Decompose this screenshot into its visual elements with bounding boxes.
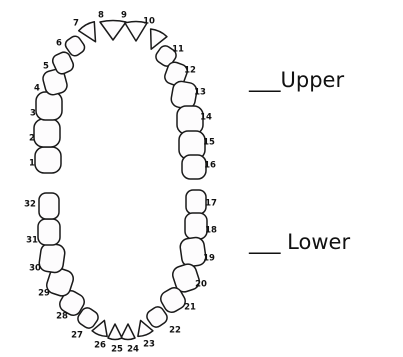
upper-tooth-number-12: 12 [184,66,196,76]
lower-tooth-number-20: 20 [195,280,207,290]
upper-tooth-number-15: 15 [203,138,215,148]
upper-tooth-number-9: 9 [121,11,127,21]
lower-tooth-number-19: 19 [203,254,215,264]
upper-tooth-8 [100,21,126,41]
lower-tooth-number-21: 21 [184,303,196,313]
upper-tooth-number-2: 2 [29,134,35,144]
lower-tooth-number-27: 27 [71,331,83,341]
lower-tooth-number-22: 22 [169,326,181,336]
lower-tooth-24 [121,324,135,340]
lower-tooth-32 [39,193,59,219]
upper-tooth-number-14: 14 [200,113,212,123]
lower-tooth-number-32: 32 [24,200,36,210]
lower-tooth-number-17: 17 [205,199,217,209]
lower-tooth-number-30: 30 [29,264,41,274]
lower-tooth-number-25: 25 [111,345,123,355]
upper-tooth-number-3: 3 [30,109,36,119]
lower-tooth-number-31: 31 [26,236,38,246]
lower-tooth-number-29: 29 [38,289,50,299]
upper-tooth-number-16: 16 [204,161,216,171]
teeth-layer [34,20,207,339]
upper-tooth-number-11: 11 [172,45,184,55]
upper-tooth-number-1: 1 [29,159,35,169]
lower-tooth-25 [108,324,122,340]
lower-tooth-17 [186,190,206,214]
upper-tooth-3 [36,92,62,120]
upper-tooth-number-4: 4 [34,84,40,94]
upper-tooth-number-13: 13 [194,88,206,98]
upper-tooth-16 [182,155,206,179]
upper-tooth-1 [35,147,61,173]
lower-tooth-18 [185,213,207,239]
lower-tooth-number-18: 18 [205,226,217,236]
lower-arch-label: ___ Lower [249,230,350,254]
lower-tooth-30 [38,242,66,273]
upper-arch-label: ___Upper [249,68,344,92]
upper-tooth-number-8: 8 [98,11,104,21]
upper-tooth-number-6: 6 [56,39,62,49]
upper-tooth-number-10: 10 [143,17,155,27]
lower-tooth-number-28: 28 [56,312,68,322]
upper-tooth-2 [34,119,60,147]
lower-tooth-31 [38,219,60,245]
lower-tooth-number-23: 23 [143,340,155,350]
upper-tooth-number-5: 5 [43,62,49,72]
lower-tooth-number-24: 24 [127,345,139,355]
upper-tooth-number-7: 7 [73,19,79,29]
lower-tooth-number-26: 26 [94,341,106,351]
